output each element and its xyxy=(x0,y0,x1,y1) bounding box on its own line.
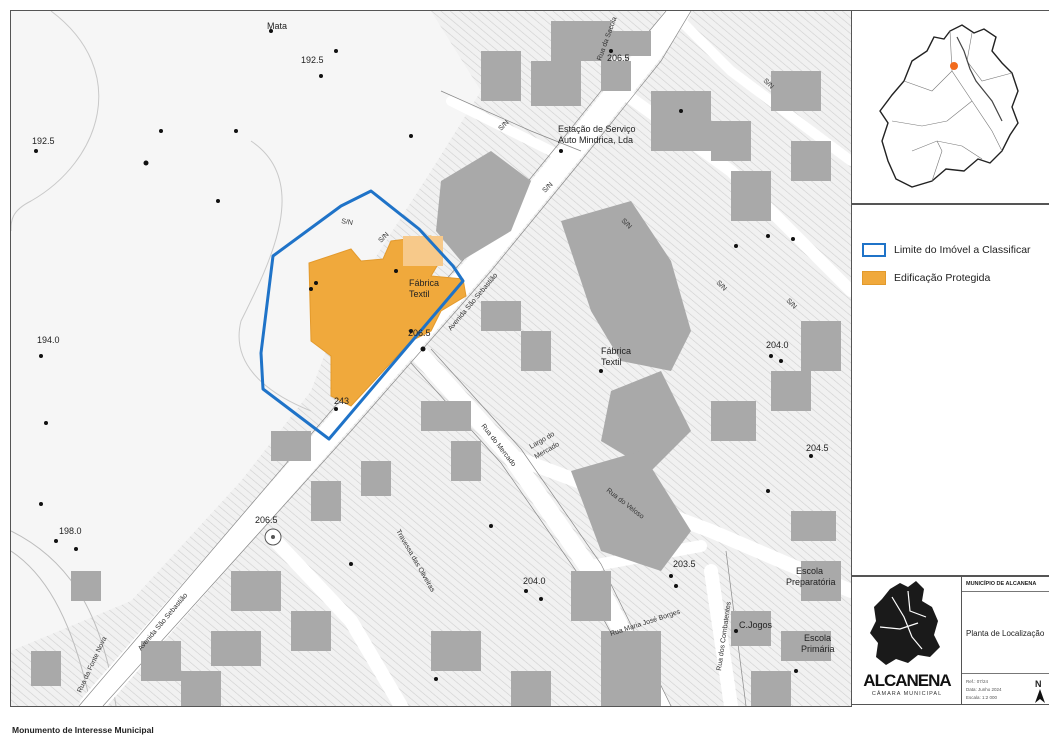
building-footprints xyxy=(31,21,841,706)
legend-label: Edificação Protegida xyxy=(894,272,991,284)
alcanena-emblem-icon xyxy=(870,581,940,665)
legend-label: Limite do Imóvel a Classificar xyxy=(894,244,1031,256)
poi-label-service-station: Estação de Serviço xyxy=(558,124,636,134)
survey-points xyxy=(34,29,813,681)
municipality-name: MUNICÍPIO DE ALCANENA xyxy=(966,581,1037,587)
elevation-label: 243 xyxy=(334,396,349,406)
protected-building[interactable] xyxy=(308,235,467,407)
poi-label-escola-preparatoria: Preparatória xyxy=(786,577,836,587)
poi-label-fabrica-textil: Textil xyxy=(601,357,622,367)
poi-label-escola-preparatoria: Escola xyxy=(796,566,823,576)
elevation-label: 192.5 xyxy=(301,55,324,65)
map-view[interactable]: Mata 192.5 192.5 206.5 Estação de Serviç… xyxy=(10,10,852,707)
elevation-label: 206.5 xyxy=(408,328,431,338)
drawing-date: Data: Junho 2024 xyxy=(966,687,1002,692)
locator-inset xyxy=(851,10,1049,204)
property-boundary[interactable] xyxy=(259,189,465,441)
elevation-label: 204.0 xyxy=(523,576,546,586)
elevation-label: 206.5 xyxy=(607,53,630,63)
drawing-scale: Escala: 1:2 000 xyxy=(966,695,998,700)
legend-item-protected: Edificação Protegida xyxy=(862,271,990,285)
terrain-contour xyxy=(238,140,312,412)
drawing-reference: Ref.: 07/24 xyxy=(966,679,989,684)
poi-label-fabrica-textil: Fábrica xyxy=(409,278,439,288)
elevation-label: 204.0 xyxy=(766,340,789,350)
roundabout-centre xyxy=(271,535,275,539)
footer-caption: Monumento de Interesse Municipal xyxy=(12,725,154,735)
elevation-label: 192.5 xyxy=(32,136,55,146)
map-canvas[interactable]: Mata 192.5 192.5 206.5 Estação de Serviç… xyxy=(11,11,851,706)
terrain-contour xyxy=(11,11,100,232)
street-label: S/N xyxy=(341,218,354,227)
boundary-swatch-icon xyxy=(862,243,886,257)
title-divider xyxy=(962,591,1049,592)
poi-label-c-jogos: C.Jogos xyxy=(739,620,773,630)
poi-label-fabrica-textil: Textil xyxy=(409,289,430,299)
municipal-logo: ALCANENA CÂMARA MUNICIPAL xyxy=(852,577,962,704)
municipality-outline-map xyxy=(879,24,1019,188)
legend-item-boundary: Limite do Imóvel a Classificar xyxy=(862,243,1031,257)
north-arrow-icon: N xyxy=(1035,679,1045,703)
poi-label-fabrica-textil: Fábrica xyxy=(601,346,631,356)
terrain-contour xyxy=(11,550,92,706)
north-label: N xyxy=(1035,679,1042,689)
elevation-label: 198.0 xyxy=(59,526,82,536)
plan-title: Planta de Localização xyxy=(966,629,1045,638)
elevation-label: 203.5 xyxy=(673,559,696,569)
protected-building[interactable] xyxy=(403,236,443,266)
elevation-label: 194.0 xyxy=(37,335,60,345)
poi-label-service-station: Auto Mindrica, Lda xyxy=(558,135,633,145)
protected-swatch-icon xyxy=(862,271,886,285)
elevation-label: 204.5 xyxy=(806,443,829,453)
poi-label-escola-primaria: Primária xyxy=(801,644,835,654)
title-block: ALCANENA CÂMARA MUNICIPAL MUNICÍPIO DE A… xyxy=(851,576,1049,705)
elevation-label: 206.5 xyxy=(255,515,278,525)
title-divider xyxy=(962,673,1049,674)
open-terrain-area xyxy=(11,11,481,651)
logo-subtitle: CÂMARA MUNICIPAL xyxy=(871,691,943,697)
place-label-mata: Mata xyxy=(267,21,287,31)
title-info: MUNICÍPIO DE ALCANENA Planta de Localiza… xyxy=(962,577,1049,704)
poi-label-escola-primaria: Escola xyxy=(804,633,831,643)
legend-panel: Limite do Imóvel a Classificar Edificaçã… xyxy=(851,204,1049,576)
logo-wordmark: ALCANENA xyxy=(863,671,951,690)
north-arrow-glyph-icon xyxy=(1035,689,1045,703)
location-marker xyxy=(950,62,958,70)
